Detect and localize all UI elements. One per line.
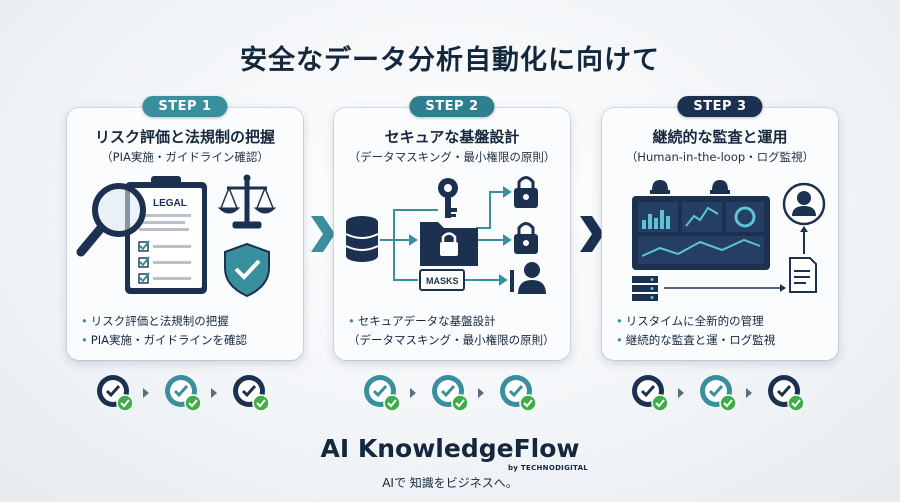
key-icon: [438, 178, 458, 218]
check-icon: [632, 375, 669, 412]
check-icon: [233, 375, 270, 412]
scales-icon: [217, 174, 277, 229]
bullet-item: •継続的な監査と運・ログ監視: [616, 333, 776, 347]
bullet-item: •リスク評価と法規制の把握: [81, 314, 229, 328]
step-1-heading: リスク評価と法規制の把握: [94, 128, 275, 146]
folder-lock-icon: [420, 222, 478, 266]
alarm-icon: [650, 180, 670, 194]
step-3-subheading: （Human-in-the-loop・ログ監視）: [625, 150, 815, 164]
step-3-heading: 継続的な監査と運用: [652, 128, 788, 146]
step-1-bullets: •リスク評価と法規制の把握 •PIA実施・ガイドラインを確認: [81, 312, 296, 350]
legal-label: LEGAL: [153, 198, 187, 209]
alarm-icon: [710, 180, 730, 194]
step-3-card: STEP 3 継続的な監査と運用 （Human-in-the-loop・ログ監視…: [602, 96, 838, 360]
check-icon: [432, 375, 469, 412]
step-2-subheading: （データマスキング・最小権限の原則）: [348, 150, 556, 164]
check-icon: [165, 375, 202, 412]
server-icon: [632, 276, 658, 301]
clipboard-icon: LEGAL: [125, 176, 207, 294]
user-icon: [782, 182, 826, 226]
shield-check-icon: [224, 242, 270, 298]
magnifier-icon: [76, 183, 146, 257]
bullet-item: •リスタイムに全新的の管理: [616, 314, 764, 328]
database-icon: [345, 216, 379, 262]
step-arrow-2: [580, 216, 604, 252]
step-2-heading: セキュアな基盤設計: [384, 128, 520, 146]
check-icon: [700, 375, 737, 412]
step-3-pill: STEP 3: [677, 96, 763, 117]
brand-by: by TECHNODIGITAL: [508, 464, 589, 472]
step-1-subheading: （PIA実施・ガイドライン確認）: [101, 150, 269, 164]
flow-triangle-icon: [410, 388, 416, 398]
step-arrow-1: [311, 216, 335, 252]
check-icon: [364, 375, 401, 412]
bullet-item: •セキュアデータな基盤設計: [348, 314, 496, 328]
user-icon: [510, 262, 546, 294]
step-1-pill: STEP 1: [142, 96, 228, 117]
dashboard-icon: [632, 196, 770, 270]
check-icon: [768, 375, 805, 412]
step-2-card: STEP 2 セキュアな基盤設計 （データマスキング・最小権限の原則）: [334, 96, 570, 360]
step-1-card: STEP 1 リスク評価と法規制の把握 （PIA実施・ガイドライン確認） LEG…: [67, 96, 303, 360]
flow-triangle-icon: [478, 388, 484, 398]
step-1-illustration: LEGAL: [76, 174, 277, 298]
page-title: 安全なデータ分析自動化に向けて: [240, 45, 660, 76]
step-3-bullets: •リスタイムに全新的の管理 •継続的な監査と運・ログ監視: [616, 312, 831, 350]
brand-tagline: AIで 知識をビジネスへ。: [382, 476, 518, 490]
check-icon: [97, 375, 134, 412]
check-icon: [500, 375, 537, 412]
step-2-illustration: MASKS: [345, 176, 546, 294]
step-3-illustration: [632, 180, 826, 301]
bullet-item: （データマスキング・最小権限の原則）: [348, 333, 555, 347]
document-icon: [789, 257, 817, 293]
bullet-item: •PIA実施・ガイドラインを確認: [81, 333, 247, 347]
flow-triangle-icon: [143, 388, 149, 398]
step-2-bullets: •セキュアデータな基盤設計 （データマスキング・最小権限の原則）: [348, 312, 563, 350]
brand-name: AI KnowledgeFlow: [320, 434, 580, 463]
step-2-pill: STEP 2: [409, 96, 495, 117]
lock-icon: [514, 222, 538, 254]
masks-label: MASKS: [426, 276, 459, 286]
flow-triangle-icon: [746, 388, 752, 398]
flow-triangle-icon: [211, 388, 217, 398]
flow-triangle-icon: [678, 388, 684, 398]
lock-icon: [514, 176, 538, 208]
